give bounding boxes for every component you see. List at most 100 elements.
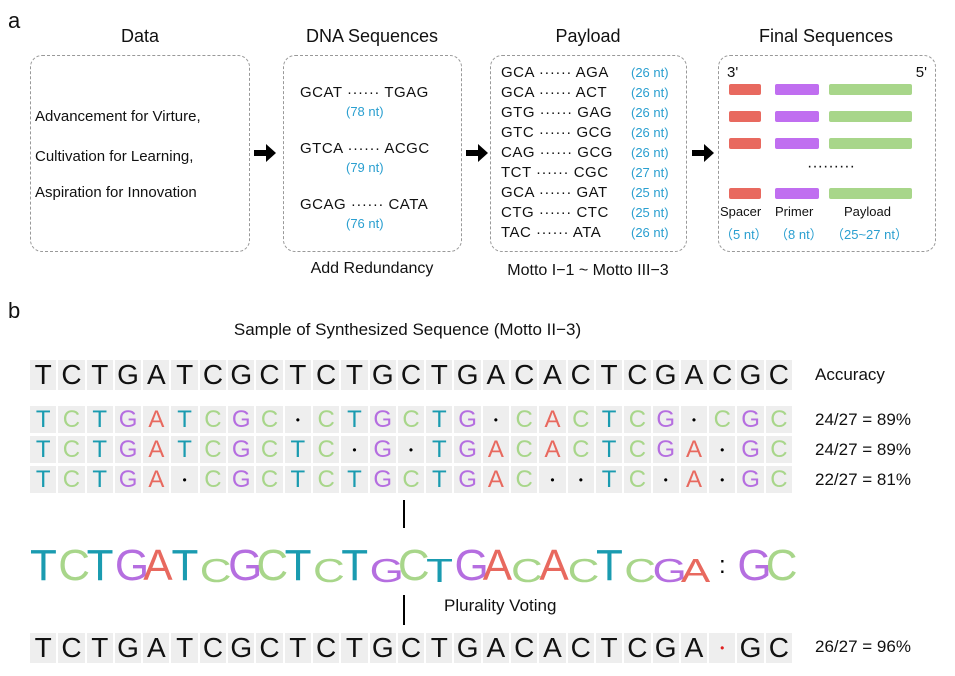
spacer-length: （5 nt）	[720, 227, 768, 242]
payload-length: (26 nt)	[631, 145, 669, 160]
nucleotide-cell: C	[256, 466, 283, 493]
nucleotide-cell: G	[737, 406, 764, 433]
nucleotide-cell: •	[652, 466, 679, 493]
nucleotide-cell: C	[397, 632, 425, 663]
nucleotide-cell: C	[58, 632, 85, 663]
logo-letter: T	[341, 541, 369, 590]
nucleotide-cell: G	[228, 359, 255, 390]
nucleotide-cell: A	[143, 632, 170, 663]
nucleotide-cell: C	[567, 359, 594, 390]
nucleotide-cell: •	[709, 633, 736, 663]
nucleotide-cell: T	[171, 436, 198, 463]
nucleotide-cell: C	[256, 632, 283, 663]
nucleotide-cell: G	[652, 359, 679, 390]
nucleotide-cell: T	[171, 359, 198, 390]
nucleotide-cell: C	[256, 359, 283, 390]
nucleotide-cell: G	[652, 632, 679, 663]
nucleotide-cell: G	[454, 466, 481, 493]
nucleotide-cell: T	[86, 406, 113, 433]
nucleotide-cell: G	[114, 466, 142, 493]
logo-letter: G	[454, 541, 489, 590]
nucleotide-cell: A	[482, 632, 510, 663]
nucleotide-cell: C	[58, 406, 85, 433]
nucleotide-cell: C	[567, 436, 594, 463]
logo-letter: C	[199, 552, 232, 590]
nucleotide-cell: C	[199, 406, 227, 433]
payload-sequence: CTG ······ CTC	[501, 204, 609, 221]
nucleotide-cell: G	[369, 406, 396, 433]
nucleotide-cell: T	[86, 632, 113, 663]
nucleotide-cell: G	[369, 466, 396, 493]
nucleotide-cell: C	[199, 466, 227, 493]
logo-letter: T	[595, 541, 623, 590]
nucleotide-cell: C	[511, 632, 538, 663]
nucleotide-cell: •	[341, 436, 368, 463]
nucleotide-cell: •	[539, 466, 566, 493]
logo-letter: C	[511, 552, 543, 590]
nucleotide-cell: T	[86, 466, 113, 493]
payload-sequence: TAC ······ ATA	[501, 224, 602, 241]
nucleotide-cell: C	[58, 359, 85, 390]
logo-letter: G	[652, 552, 687, 590]
primer-bar	[775, 84, 819, 95]
title-data: Data	[120, 26, 160, 46]
payload-length: (26 nt)	[631, 65, 669, 80]
nucleotide-cell: T	[341, 466, 368, 493]
logo-letter: G	[737, 541, 772, 590]
nucleotide-cell: T	[595, 436, 623, 463]
logo-letter: :	[718, 552, 726, 579]
title-payload: Payload	[555, 26, 621, 46]
payload-caption: Motto I−1 ~ Motto III−3	[507, 262, 669, 279]
nucleotide-cell: A	[680, 359, 708, 390]
nucleotide-cell: T	[30, 632, 57, 663]
nucleotide-cell: C	[765, 466, 793, 493]
nucleotide-cell: C	[765, 359, 793, 390]
payload-sequence: GCA ······ ACT	[501, 84, 608, 101]
logo-letter: C	[567, 552, 600, 590]
nucleotide-cell: T	[341, 632, 368, 663]
read-accuracy: 24/27 = 89%	[815, 440, 911, 459]
nucleotide-cell: C	[58, 466, 85, 493]
nucleotide-cell: T	[171, 632, 198, 663]
logo-letter: C	[397, 541, 430, 590]
nucleotide-cell: •	[284, 406, 311, 433]
nucleotide-cell: C	[624, 359, 651, 390]
nucleotide-cell: C	[709, 359, 736, 390]
nucleotide-cell: •	[567, 466, 594, 493]
nucleotide-cell: T	[341, 406, 368, 433]
nucleotide-cell: C	[765, 436, 793, 463]
nucleotide-cell: G	[228, 406, 255, 433]
nucleotide-cell: G	[114, 632, 142, 663]
nucleotide-cell: T	[426, 436, 453, 463]
payload-sequence: TCT ······ CGC	[501, 164, 609, 181]
payload-bar	[829, 84, 912, 95]
nucleotide-cell: G	[114, 406, 142, 433]
logo-letter: T	[426, 552, 454, 590]
nucleotide-cell: T	[30, 406, 57, 433]
spacer-bar	[729, 138, 761, 149]
dna-length: (78 nt)	[346, 104, 384, 119]
nucleotide-cell: G	[454, 632, 481, 663]
nucleotide-cell: G	[228, 436, 255, 463]
logo-letter: G	[369, 552, 404, 590]
nucleotide-cell: C	[624, 406, 651, 433]
nucleotide-cell: G	[114, 359, 142, 390]
nucleotide-cell: G	[737, 632, 764, 663]
nucleotide-cell: C	[312, 436, 340, 463]
payload-label: Payload	[844, 204, 891, 219]
logo-letter: C	[624, 552, 657, 590]
nucleotide-cell: G	[369, 632, 396, 663]
accuracy-header: Accuracy	[815, 365, 885, 384]
spacer-label: Spacer	[720, 204, 762, 219]
nucleotide-cell: C	[397, 359, 425, 390]
spacer-bar	[729, 111, 761, 122]
payload-sequence: GCA ······ GAT	[501, 184, 608, 201]
logo-letter: C	[256, 541, 289, 590]
nucleotide-cell: T	[595, 359, 623, 390]
nucleotide-cell: C	[199, 359, 227, 390]
primer-length: （8 nt）	[775, 227, 823, 242]
payload-sequence: GTC ······ GCG	[501, 124, 613, 141]
